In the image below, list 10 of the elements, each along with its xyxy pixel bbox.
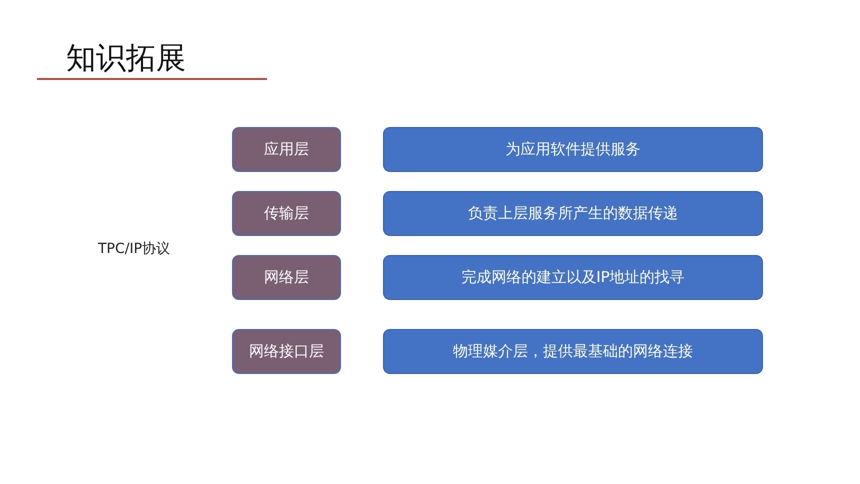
description-box: 完成网络的建立以及IP地址的找寻 [383,255,763,300]
title: 知识拓展 [66,40,186,78]
layer-box: 应用层 [232,127,341,172]
description-box: 负责上层服务所产生的数据传递 [383,191,763,236]
description-box: 物理媒介层，提供最基础的网络连接 [383,329,763,374]
layer-box: 网络接口层 [232,329,341,374]
layer-box: 传输层 [232,191,341,236]
side-label: TPC/IP协议 [98,240,170,258]
layer-box: 网络层 [232,255,341,300]
description-box: 为应用软件提供服务 [383,127,763,172]
